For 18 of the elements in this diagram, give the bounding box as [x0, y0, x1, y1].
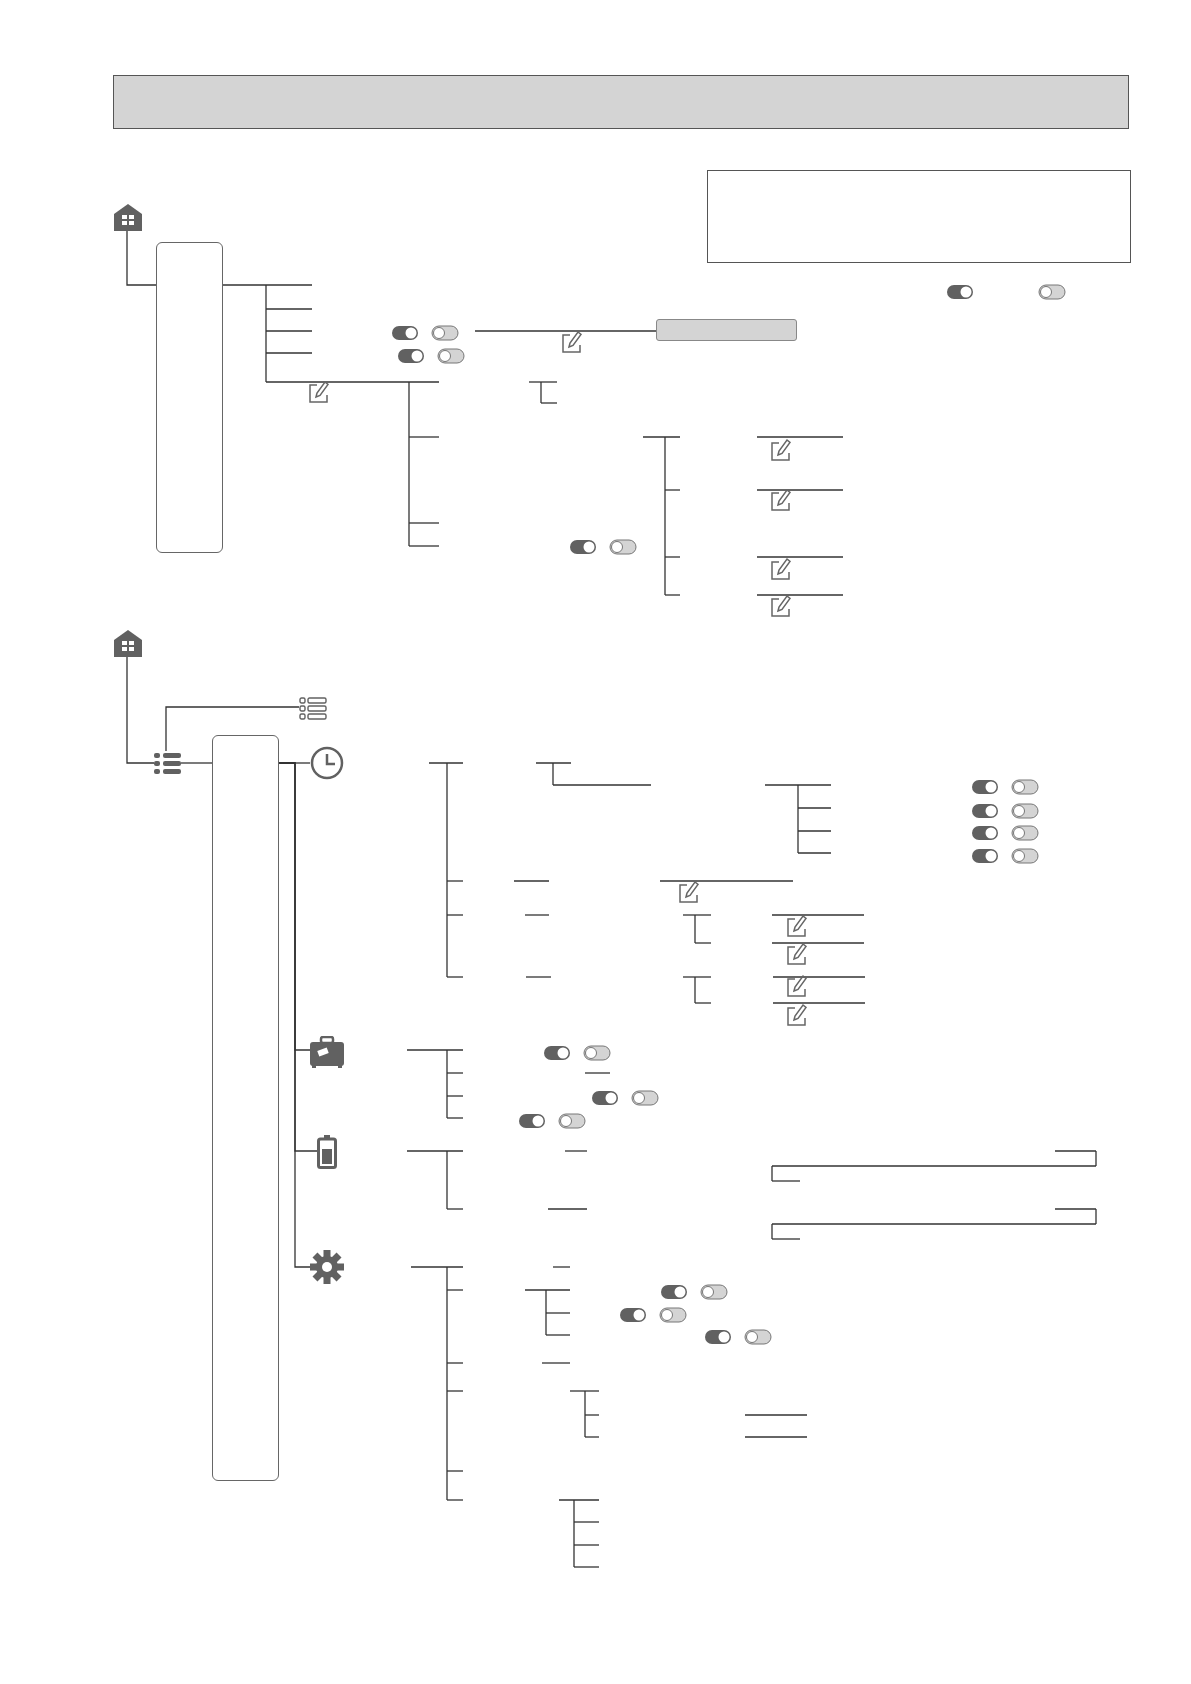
- connector-line: [180, 762, 213, 764]
- connector-line: [165, 706, 300, 752]
- connector-line: [126, 230, 157, 286]
- battery-icon: [317, 1135, 337, 1169]
- note-box: [707, 170, 1131, 263]
- list-icon: [154, 751, 181, 776]
- suitcase-icon: [310, 1036, 344, 1068]
- connector-line: [126, 656, 155, 764]
- list-icon: [299, 697, 327, 721]
- title-band: [113, 75, 1129, 129]
- connector-line: [278, 762, 311, 1268]
- value-field: [656, 319, 797, 341]
- menu-panel: [212, 735, 279, 1481]
- connector-line: [474, 330, 657, 332]
- clock-icon: [310, 746, 344, 780]
- house-icon: [114, 203, 142, 231]
- house-icon: [114, 629, 142, 657]
- menu-panel: [156, 242, 223, 553]
